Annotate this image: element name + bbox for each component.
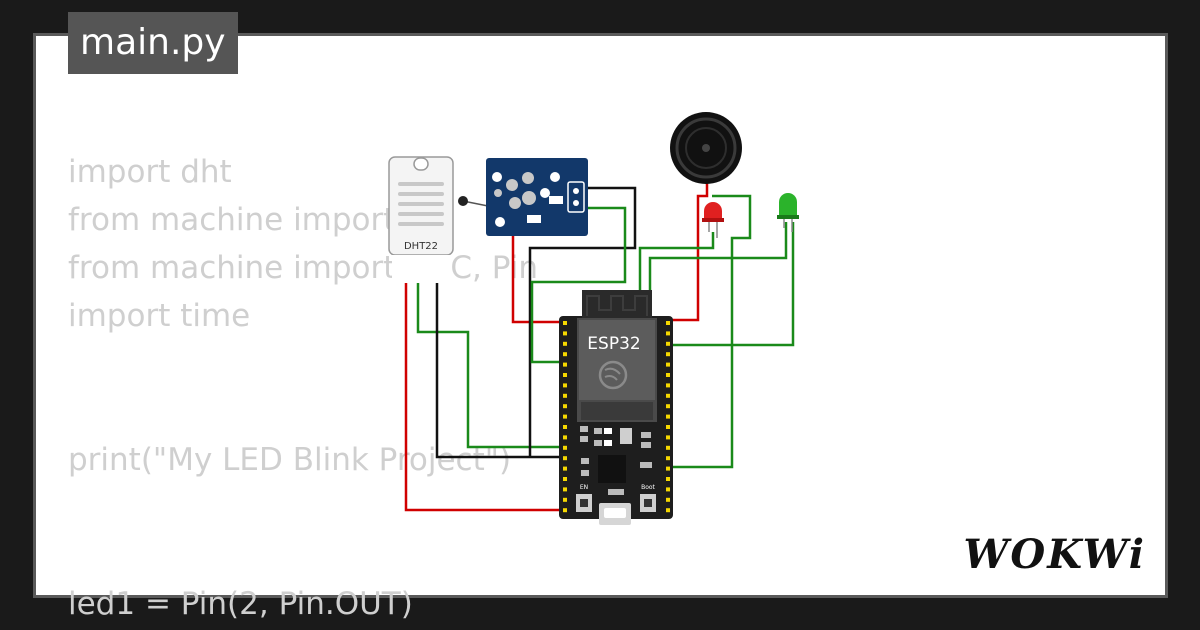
header-pin[interactable] [563,497,567,502]
header-pin[interactable] [563,373,567,377]
header-pin[interactable] [666,331,670,336]
header-pin[interactable] [666,435,670,440]
wire-led-green-a[interactable] [648,222,788,322]
esp32-label: ESP32 [587,334,640,354]
header-pin[interactable] [563,466,567,471]
led-green[interactable] [777,193,799,232]
header-pin[interactable] [666,487,670,492]
thermistor-probe [458,196,489,207]
header-pin[interactable] [563,414,567,419]
header-pin[interactable] [666,373,670,377]
header-pin[interactable] [563,487,567,492]
header-pin[interactable] [563,435,567,440]
en-button[interactable] [576,494,592,512]
wire-dht-gnd[interactable] [435,282,562,459]
header-pin[interactable] [563,456,567,461]
header-pin[interactable] [666,362,670,367]
wire-module-signal[interactable] [530,206,627,364]
header-pin[interactable] [666,508,670,513]
header-pin[interactable] [666,404,670,409]
file-tab[interactable]: main.py [68,12,238,74]
header-pin[interactable] [563,508,567,513]
header-pin[interactable] [563,477,567,481]
header-pin[interactable] [563,445,567,450]
header-pin[interactable] [563,321,567,325]
header-pin[interactable] [563,425,567,429]
header-pin[interactable] [666,477,670,481]
dht22-sensor[interactable]: DHT22 [388,156,454,283]
boot-button[interactable] [640,494,656,512]
code-line: import dht [68,154,232,190]
code-line: led1 = Pin(2, Pin.OUT) [68,586,413,622]
header-pin[interactable] [563,341,567,346]
header-pin[interactable] [666,456,670,461]
pin-header-right [666,321,670,513]
header-pin[interactable] [563,393,567,398]
wokwi-logo: WOKWi [963,531,1146,578]
header-pin[interactable] [666,497,670,502]
dht22-label: DHT22 [404,241,438,252]
wire-module-gnd[interactable] [528,186,637,457]
header-pin[interactable] [666,341,670,346]
header-pin[interactable] [563,362,567,367]
wire-buzzer-neg[interactable] [665,180,709,322]
header-pin[interactable] [666,466,670,471]
wire-dht-vcc[interactable] [404,282,562,512]
sensor-module[interactable] [486,158,588,236]
header-pin[interactable] [666,383,670,388]
boot-label: Boot [641,484,655,491]
code-preview: import dht from machine import Pin from … [68,148,538,628]
header-pin[interactable] [666,425,670,429]
en-label: EN [580,484,588,491]
header-pin[interactable] [563,352,567,357]
header-pin[interactable] [666,445,670,450]
buzzer[interactable] [670,112,742,184]
code-line: from machine import ADC, Pin [68,250,538,286]
header-pin[interactable] [563,404,567,409]
esp32-board[interactable]: ESP32 Boot EN [559,290,673,525]
header-pin[interactable] [666,321,670,325]
code-line: print("My LED Blink Project") [68,442,512,478]
code-line: import time [68,298,251,334]
wire-dht-data[interactable] [416,282,562,449]
usb-chip [598,455,626,483]
header-pin[interactable] [666,393,670,398]
code-preview-clip: import dht from machine import Pin from … [68,154,538,622]
header-pin[interactable] [563,331,567,336]
wire-led-green-b[interactable] [665,222,795,347]
pin-header-left [563,321,567,513]
header-pin[interactable] [666,352,670,357]
espressif-logo-icon [598,360,628,390]
header-pin[interactable] [666,414,670,419]
led-red[interactable] [702,202,724,238]
header-pin[interactable] [563,383,567,388]
wire-buzzer-pos[interactable] [665,194,752,469]
